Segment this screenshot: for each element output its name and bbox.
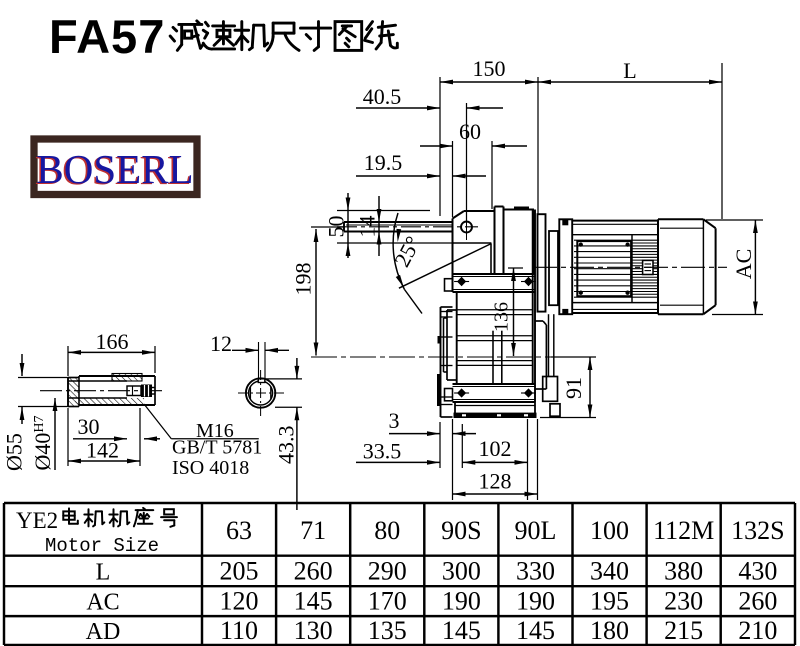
svg-text:L: L: [623, 58, 636, 83]
svg-text:330: 330: [516, 556, 555, 585]
svg-text:91: 91: [561, 377, 586, 399]
svg-text:205: 205: [220, 556, 259, 585]
svg-text:71: 71: [300, 516, 326, 545]
svg-text:135: 135: [368, 616, 407, 645]
svg-text:128: 128: [479, 469, 512, 494]
svg-text:300: 300: [442, 556, 481, 585]
svg-text:GB/T 5781: GB/T 5781: [172, 437, 262, 459]
svg-text:30: 30: [78, 414, 100, 439]
svg-text:43.3: 43.3: [274, 425, 299, 464]
svg-text:12: 12: [210, 331, 232, 356]
svg-text:60: 60: [459, 119, 481, 144]
svg-text:180: 180: [590, 616, 629, 645]
svg-text:260: 260: [294, 556, 333, 585]
svg-text:190: 190: [442, 587, 481, 616]
svg-text:AC: AC: [86, 590, 119, 616]
svg-text:290: 290: [368, 556, 407, 585]
svg-text:Ø55: Ø55: [2, 433, 27, 471]
svg-text:340: 340: [590, 556, 629, 585]
svg-text:63: 63: [226, 516, 252, 545]
svg-text:430: 430: [738, 556, 777, 585]
svg-text:170: 170: [368, 587, 407, 616]
svg-text:132S: 132S: [731, 516, 784, 545]
svg-text:YE2: YE2: [16, 508, 58, 533]
svg-text:40.5: 40.5: [363, 84, 402, 109]
svg-text:ISO 4018: ISO 4018: [172, 457, 249, 479]
svg-text:Motor Size: Motor Size: [45, 535, 159, 557]
svg-text:100: 100: [590, 516, 629, 545]
svg-text:166: 166: [96, 329, 129, 354]
svg-text:M16: M16: [196, 420, 234, 442]
svg-text:195: 195: [590, 587, 629, 616]
svg-text:BOSERL: BOSERL: [36, 146, 193, 192]
svg-text:210: 210: [738, 616, 777, 645]
svg-text:190: 190: [516, 587, 555, 616]
svg-text:AC: AC: [731, 249, 756, 280]
svg-text:L: L: [96, 559, 111, 585]
svg-text:142: 142: [86, 438, 119, 463]
svg-text:90S: 90S: [441, 516, 481, 545]
svg-text:380: 380: [664, 556, 703, 585]
svg-text:230: 230: [664, 587, 703, 616]
svg-text:33.5: 33.5: [363, 439, 402, 464]
svg-text:19.5: 19.5: [364, 150, 403, 175]
svg-text:130: 130: [294, 616, 333, 645]
svg-text:BOSERL: BOSERL: [35, 147, 192, 193]
svg-text:136: 136: [491, 302, 513, 332]
svg-text:110: 110: [220, 616, 258, 645]
svg-text:150: 150: [473, 56, 506, 81]
svg-text:102: 102: [479, 436, 512, 461]
svg-text:80: 80: [374, 516, 400, 545]
svg-text:198: 198: [291, 263, 316, 296]
svg-text:3: 3: [389, 408, 400, 433]
svg-text:Ø40H7: Ø40H7: [30, 415, 55, 470]
svg-text:AD: AD: [86, 619, 121, 645]
svg-text:260: 260: [738, 587, 777, 616]
svg-text:145: 145: [294, 587, 333, 616]
svg-text:120: 120: [220, 587, 259, 616]
svg-text:145: 145: [442, 616, 481, 645]
svg-text:90L: 90L: [515, 516, 557, 545]
svg-text:112M: 112M: [653, 516, 714, 545]
svg-text:145: 145: [516, 616, 555, 645]
svg-text:215: 215: [664, 616, 703, 645]
svg-text:FA57: FA57: [49, 10, 165, 63]
